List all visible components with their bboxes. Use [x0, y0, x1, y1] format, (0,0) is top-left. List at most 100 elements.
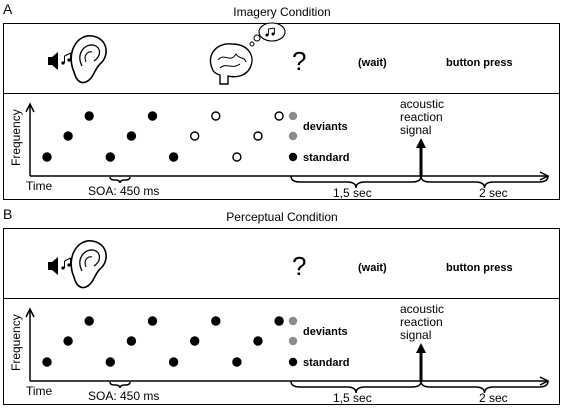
panel-letter: A	[3, 1, 13, 17]
standard-label: standard	[303, 152, 349, 164]
button-press-label: button press	[446, 57, 513, 69]
duration-label-1: 1,5 sec	[333, 186, 372, 200]
note-beam	[268, 27, 275, 30]
y-axis-label: Frequency	[9, 109, 23, 166]
y-axis-label: Frequency	[9, 314, 23, 371]
signal-label-line: reaction	[400, 110, 443, 124]
tone-dot	[63, 131, 73, 141]
ear-outline	[70, 35, 107, 84]
x-axis-label: Time	[26, 384, 53, 398]
tone-dot	[211, 111, 221, 121]
speaker-body	[48, 57, 52, 65]
y-axis-arrowhead	[25, 307, 35, 318]
tone-dot	[189, 336, 200, 346]
tone-dot	[211, 316, 221, 326]
note-dot	[67, 263, 71, 267]
panel-title: Imagery Condition	[233, 5, 330, 19]
tone-dot	[253, 336, 263, 346]
deviant-legend-dot	[288, 316, 298, 326]
panel-frame	[3, 228, 560, 405]
tone-dot	[147, 316, 158, 326]
thought-dot	[253, 34, 261, 42]
y-axis-arrowhead	[25, 102, 35, 113]
wait-label: (wait)	[358, 57, 387, 69]
soa-label: SOA: 450 ms	[88, 184, 159, 198]
x-axis-label: Time	[26, 179, 53, 193]
tone-dot	[63, 336, 73, 346]
tone-dot	[168, 357, 179, 367]
button-press-label: button press	[446, 262, 513, 274]
standard-legend-dot	[288, 357, 298, 367]
note-dot	[67, 58, 71, 62]
wait-label: (wait)	[358, 262, 387, 274]
ear-outline	[70, 240, 107, 289]
note-dot	[271, 32, 275, 36]
head-outline	[209, 43, 253, 85]
tone-dot	[253, 131, 263, 141]
brain-fold	[219, 63, 241, 69]
thought-dot	[249, 41, 255, 47]
duration-brace-1	[290, 175, 422, 189]
duration-label-2: 2 sec	[479, 186, 508, 200]
deviant-legend-dot	[288, 336, 298, 346]
stimulus-icons	[48, 240, 107, 289]
tone-dot	[105, 357, 116, 367]
tone-dot	[105, 152, 116, 162]
tone-dot	[168, 152, 179, 162]
duration-brace-2	[420, 380, 549, 394]
question-mark: ?	[292, 251, 306, 281]
stimulus-icons	[48, 22, 286, 85]
ear-canal	[84, 51, 93, 63]
signal-arrowhead	[416, 138, 426, 148]
tone-dot	[189, 131, 200, 141]
tone-dot	[84, 111, 94, 121]
note-dot	[61, 61, 65, 65]
panel-letter: B	[3, 206, 12, 222]
ear-inner	[79, 44, 101, 67]
standard-legend-dot	[288, 152, 298, 162]
panel-b: B Perceptual Condition? (wait) button press…	[3, 206, 560, 405]
soa-brace	[109, 381, 131, 389]
deviant-legend-dot	[288, 131, 298, 141]
speaker-body	[48, 262, 52, 270]
soa-label: SOA: 450 ms	[88, 389, 159, 403]
duration-label-1: 1,5 sec	[333, 391, 372, 405]
tone-dot	[147, 111, 158, 121]
duration-label-2: 2 sec	[479, 391, 508, 405]
panel-title: Perceptual Condition	[226, 210, 337, 224]
tone-dot	[232, 152, 242, 162]
panel-a: A Imagery Condition? (wait) button pressFre…	[3, 1, 560, 200]
tone-dot	[274, 111, 284, 121]
standard-label: standard	[303, 357, 349, 369]
question-mark: ?	[292, 46, 306, 76]
note-dot	[61, 266, 65, 270]
ear-inner	[79, 249, 101, 272]
tone-dot	[232, 357, 242, 367]
signal-label-line: signal	[400, 328, 431, 342]
deviant-legend-dot	[288, 111, 298, 121]
tone-dot	[42, 357, 52, 367]
duration-brace-2	[420, 175, 549, 189]
tone-dot	[274, 316, 284, 326]
duration-brace-1	[290, 380, 422, 394]
note-beam	[64, 257, 71, 262]
thought-bubble	[258, 22, 286, 42]
note-beam	[64, 52, 71, 57]
speaker-cone	[52, 52, 58, 70]
signal-label-line: reaction	[400, 315, 443, 329]
signal-arrowhead	[416, 343, 426, 353]
speaker-cone	[52, 257, 58, 275]
deviants-label: deviants	[303, 326, 348, 338]
signal-label-line: acoustic	[400, 97, 444, 111]
tone-dot	[126, 131, 137, 141]
signal-label-line: signal	[400, 123, 431, 137]
tone-dot	[84, 316, 94, 326]
note-dot	[265, 33, 269, 37]
ear-canal	[84, 256, 93, 268]
signal-label-line: acoustic	[400, 302, 444, 316]
tone-dot	[126, 336, 137, 346]
tone-dot	[42, 152, 52, 162]
deviants-label: deviants	[303, 121, 348, 133]
panel-frame	[3, 23, 560, 200]
